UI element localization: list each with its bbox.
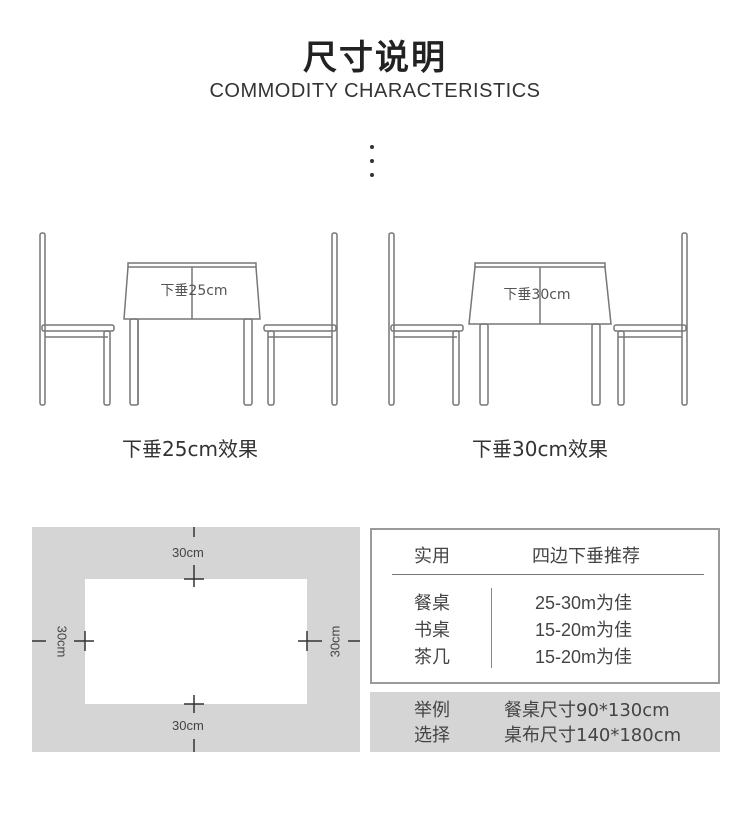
value-column: 25-30m为佳 15-20m为佳 15-20m为佳: [535, 590, 632, 671]
example-box: 举例 选择 餐桌尺寸90*130cm 桌布尺寸140*180cm: [370, 692, 720, 752]
example-label: 举例: [414, 700, 450, 721]
scene-30cm: [388, 232, 688, 406]
overhang-bottom-label: 30cm: [172, 718, 204, 733]
caption-30cm: 下垂30cm效果: [472, 437, 608, 461]
page-title: 尺寸说明: [303, 38, 447, 78]
example-labels: 举例 选择: [414, 698, 450, 748]
value-item: 25-30m为佳: [535, 593, 633, 613]
use-item: 茶几: [414, 647, 450, 668]
value-item: 15-20m为佳: [535, 647, 633, 667]
overhang-diagram: 30cm 30cm 30cm 30cm: [32, 527, 360, 752]
scene-25cm: [39, 232, 338, 406]
table-top-area: [85, 579, 307, 704]
example-line: 餐桌尺寸90*130cm: [504, 700, 670, 721]
overhang-top-label: 30cm: [172, 545, 204, 560]
decorative-dots: [370, 145, 376, 187]
dot: [370, 145, 374, 149]
example-label: 选择: [414, 725, 450, 746]
example-line: 桌布尺寸140*180cm: [504, 725, 682, 746]
example-values: 餐桌尺寸90*130cm 桌布尺寸140*180cm: [504, 698, 681, 748]
dot: [370, 173, 374, 177]
value-item: 15-20m为佳: [535, 620, 633, 640]
overhang-markers: [32, 527, 360, 752]
column-divider: [491, 588, 492, 668]
header-divider: [392, 574, 704, 575]
overhang-right-label: 30cm: [327, 625, 343, 658]
recommend-table: 实用 四边下垂推荐 餐桌 书桌 茶几 25-30m为佳 15-20m为佳 15-…: [370, 528, 720, 684]
page-subtitle: COMMODITY CHARACTERISTICS: [209, 80, 541, 102]
use-item: 书桌: [414, 620, 450, 641]
overhang-left-label: 30cm: [54, 625, 70, 658]
drape-label-25: 下垂25cm: [160, 283, 227, 299]
drape-label-30: 下垂30cm: [503, 287, 570, 303]
header-use: 实用: [414, 546, 450, 567]
table-illustrations: 下垂25cm 下垂30cm: [39, 232, 688, 406]
header-recommend: 四边下垂推荐: [532, 546, 640, 567]
caption-25cm: 下垂25cm效果: [122, 437, 258, 461]
dot: [370, 159, 374, 163]
use-item: 餐桌: [414, 593, 450, 614]
use-column: 餐桌 书桌 茶几: [414, 590, 450, 671]
